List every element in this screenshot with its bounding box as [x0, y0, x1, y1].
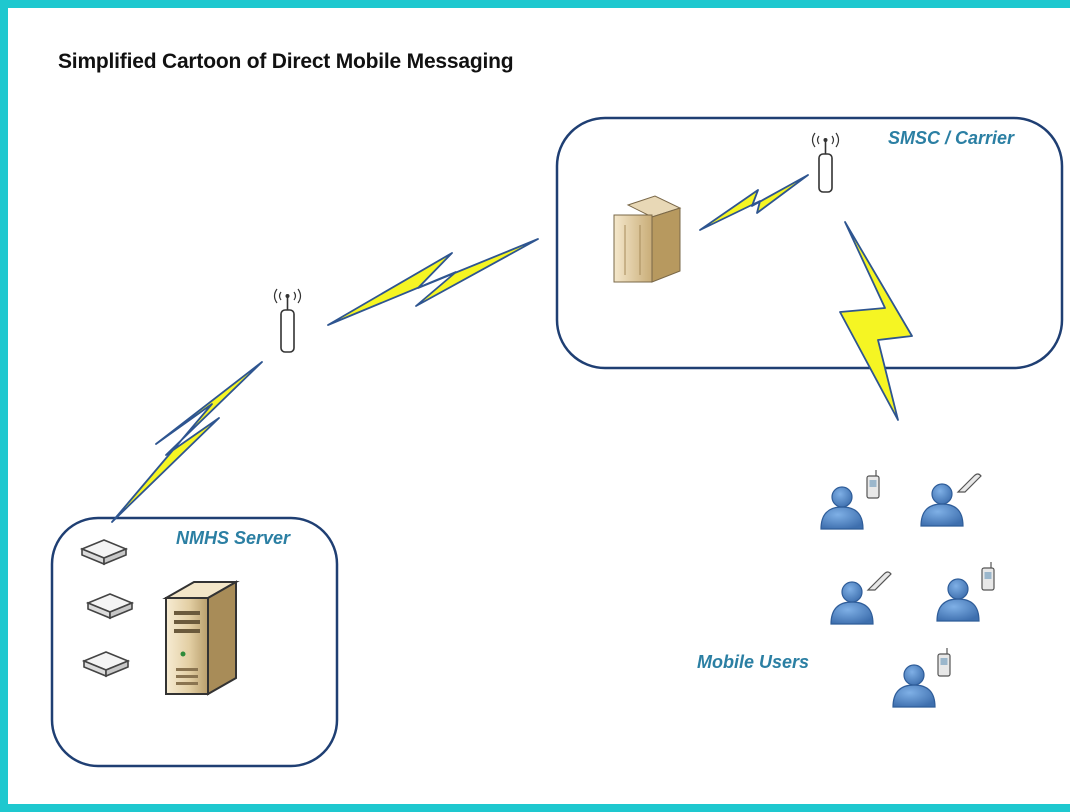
- mobile-user-icon: [820, 470, 880, 530]
- mobile-user-icon: [892, 648, 951, 708]
- mobile-user-icon: [830, 571, 892, 625]
- modem-device-icon: [85, 593, 135, 620]
- smsc-server-icon: [613, 195, 682, 283]
- antenna-tower-icon: [273, 288, 302, 353]
- mobile-user-icon: [920, 473, 982, 527]
- nmhs-server-icon: [162, 580, 240, 696]
- wireless-link-carrier-tower-to-users: [839, 221, 913, 421]
- modem-device-icon: [81, 651, 131, 678]
- mobile-users-label: Mobile Users: [697, 652, 810, 672]
- diagram-title: Simplified Cartoon of Direct Mobile Mess…: [58, 50, 514, 73]
- mobile-user-icon: [936, 562, 995, 622]
- wireless-link-smsc-to-carrier-tower: [699, 174, 809, 231]
- smsc-carrier-label: SMSC / Carrier: [888, 128, 1015, 148]
- smsc-carrier-box: [555, 116, 1064, 370]
- nmhs-server-label: NMHS Server: [176, 528, 291, 548]
- nmhs-server-box: [50, 516, 339, 768]
- carrier-antenna-tower-icon: [811, 132, 840, 193]
- wireless-link-tower-to-smsc: [327, 238, 539, 326]
- modem-device-icon: [79, 539, 129, 566]
- wireless-link-nmhs-to-tower: [111, 361, 263, 523]
